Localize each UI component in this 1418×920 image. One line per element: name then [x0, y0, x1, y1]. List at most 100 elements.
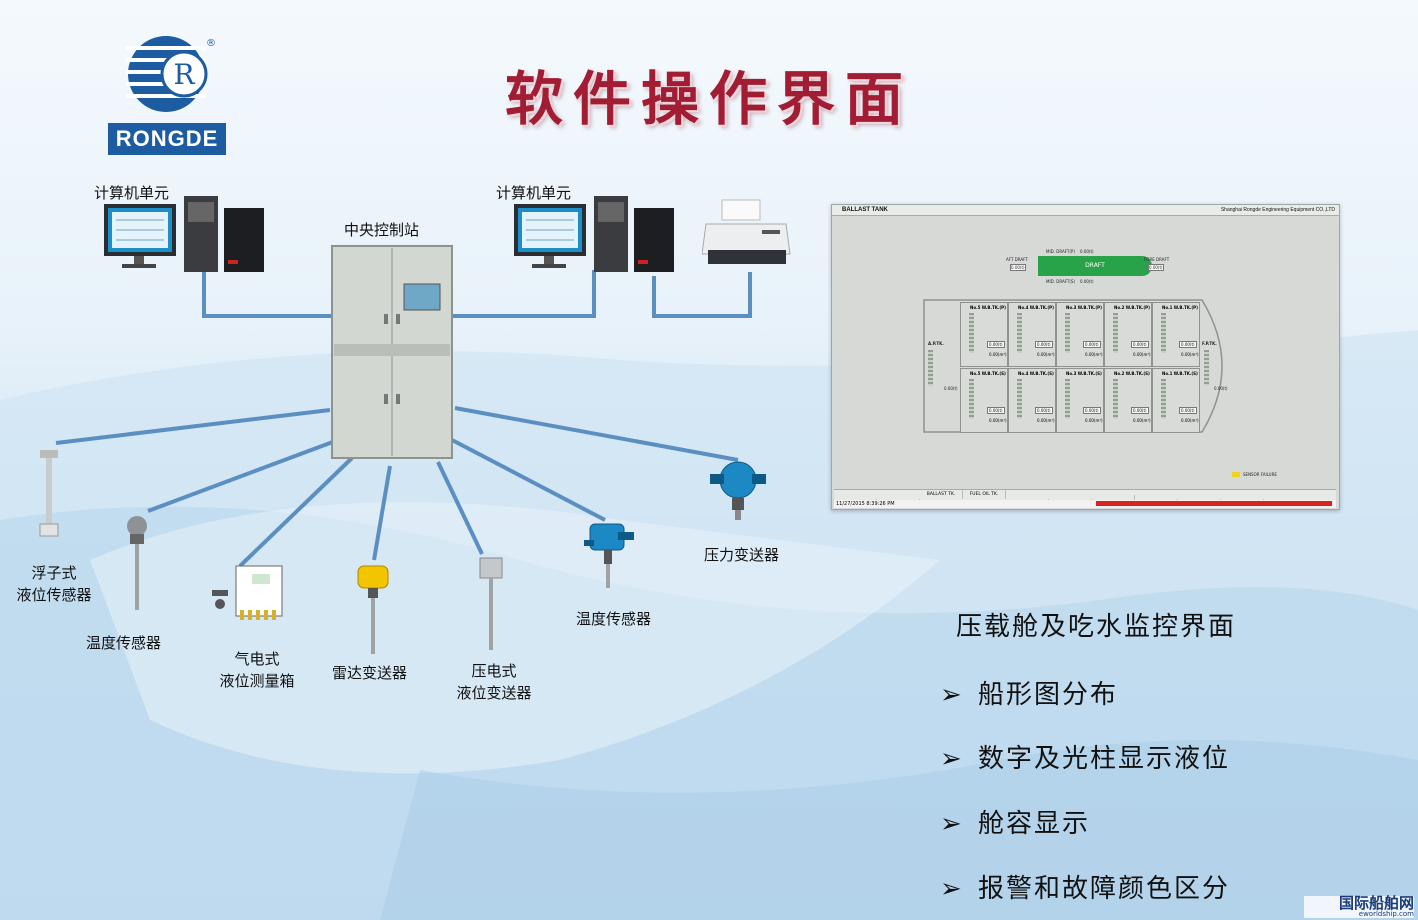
tank-label: No.3 W.B.TK.(P)	[1066, 305, 1102, 310]
mid-draft-s-label: MID. DRAFT(S)	[1046, 279, 1076, 284]
tank-volume: 0.00(m³)	[1133, 352, 1151, 357]
piezo-level-transmitter-icon	[479, 557, 503, 650]
radar-transmitter-label: 雷达变送器	[332, 664, 408, 682]
ship-hull-outline	[923, 299, 1223, 433]
tank-level-bar	[1065, 313, 1070, 353]
tank-volume: 0.00(m³)	[1085, 418, 1103, 423]
tank-s-2: No.4 W.B.TK.(S) 0.00(t) 0.00(m³)	[1008, 368, 1056, 433]
computer-left-icon	[104, 196, 264, 272]
tank-volume: 0.00(m³)	[1133, 418, 1151, 423]
mid-draft-p-label: MID. DRAFT(P)	[1046, 249, 1075, 254]
piezo-label-1: 压电式	[471, 662, 517, 680]
alarm-bar	[1096, 501, 1332, 506]
sensor-failure-label: SENSOR FAILURE	[1243, 472, 1277, 477]
tank-level-bar	[1017, 379, 1022, 419]
bullet-arrow-icon: ➢	[940, 680, 964, 710]
float-sensor-label: 浮子式 液位传感器	[6, 562, 102, 606]
tank-level-bar	[1113, 379, 1118, 419]
feature-item-4: ➢ 报警和故障颜色区分	[940, 868, 1230, 905]
tab-fuel-level[interactable]: FUEL OIL TK. LEVEL	[963, 490, 1006, 506]
temperature-sensor-left-label: 温度传感器	[86, 634, 162, 652]
registered-mark: ®	[206, 38, 216, 49]
sensor-failure-swatch	[1232, 472, 1240, 477]
feature-text: 舱容显示	[978, 809, 1091, 839]
fp-tank-level-bar	[1204, 350, 1209, 386]
tank-volume: 0.00(m³)	[989, 352, 1007, 357]
ap-tank-label: A.P.TK.	[928, 341, 944, 346]
printer-icon	[702, 199, 791, 264]
tab-empty	[1092, 495, 1135, 504]
tank-volume: 0.00(m³)	[1037, 418, 1055, 423]
tank-mass: 0.00(t)	[1131, 407, 1149, 414]
fore-draft-value: 0.00(t)	[1148, 264, 1164, 271]
control-station-label: 中央控制站	[344, 221, 420, 239]
features-subtitle: 压载舱及吃水监控界面	[956, 612, 1237, 642]
tank-label: No.5 W.B.TK.(S)	[970, 371, 1006, 376]
tank-mass: 0.00(t)	[1035, 407, 1053, 414]
watermark: 国际船舶网 eworldship.com	[1304, 896, 1414, 918]
computer-right-label: 计算机单元	[496, 184, 572, 202]
tank-label: No.3 W.B.TK.(S)	[1066, 371, 1102, 376]
bullet-arrow-icon: ➢	[940, 874, 964, 904]
logo-letter: R	[173, 58, 195, 91]
pneumatic-label-2: 液位测量箱	[219, 672, 295, 690]
feature-item-2: ➢数字及光柱显示液位	[940, 738, 1230, 775]
tank-mass: 0.00(t)	[1131, 341, 1149, 348]
screen-company: Shanghai Rongde Engineering Equipment CO…	[1220, 207, 1335, 213]
tank-level-bar	[1113, 313, 1118, 353]
ap-tank-value: 0.00(t)	[944, 386, 958, 391]
logo-text: RONGDE	[108, 123, 226, 155]
tank-level-bar	[969, 313, 974, 353]
tank-label: No.4 W.B.TK.(P)	[1018, 305, 1054, 310]
radar-transmitter-icon	[357, 565, 389, 654]
tank-p-4: No.2 W.B.TK.(P) 0.00(t) 0.00(m³)	[1104, 302, 1152, 367]
tank-s-4: No.2 W.B.TK.(S)0.00(t)0.00(m³)	[1104, 368, 1152, 433]
tank-volume: 0.00(m³)	[1181, 352, 1199, 357]
tank-mass: 0.00(t)	[1179, 407, 1197, 414]
pneumatic-level-box-icon	[212, 565, 283, 620]
tank-s-5: No.1 W.B.TK.(S)0.00(t)0.00(m³)	[1152, 368, 1200, 433]
pressure-transmitter-icon	[710, 461, 766, 520]
tank-label: No.4 W.B.TK.(S)	[1018, 371, 1054, 376]
ap-tank-level-bar	[928, 350, 933, 386]
tank-volume: 0.00(m³)	[1085, 352, 1103, 357]
feature-text: 报警和故障颜色区分	[978, 874, 1231, 904]
feature-item-1: ➢ 船形图分布	[940, 674, 1118, 711]
tank-p-2: No.4 W.B.TK.(P)0.00(t)0.00(m³)	[1008, 302, 1056, 367]
float-level-sensor-icon	[39, 450, 59, 537]
pneumatic-label-1: 气电式	[234, 650, 280, 668]
watermark-sub: eworldship.com	[1358, 910, 1414, 918]
tank-p-5: No.1 W.B.TK.(P) 0.00(t) 0.00(m³)	[1152, 302, 1200, 367]
bullet-arrow-icon: ➢	[940, 809, 964, 839]
tank-p-1: No.5 W.B.TK.(P)0.00(t)0.00(m³)	[960, 302, 1008, 367]
page-title: 软件操作界面	[504, 65, 913, 133]
computer-right-icon	[514, 196, 674, 272]
tank-level-bar	[1017, 313, 1022, 353]
tank-label: No.1 W.B.TK.(S)	[1162, 371, 1198, 376]
aft-draft-value: 0.00(t)	[1010, 264, 1026, 271]
watermark-main: 国际船舶网	[1338, 894, 1414, 912]
fore-draft-label: FORE DRAFT	[1144, 257, 1170, 262]
tank-mass: 0.00(t)	[1035, 341, 1053, 348]
temperature-sensor-right-label: 温度传感器	[576, 610, 652, 628]
piezo-transmitter-label: 压电式 液位变送器	[444, 660, 544, 704]
piezo-label-2: 液位变送器	[456, 684, 532, 702]
control-cabinet-icon	[331, 245, 453, 459]
temperature-sensor-left-icon	[127, 516, 147, 610]
rongde-logo-mark: R ®	[126, 36, 216, 112]
screen-footer: 11/27/2015 8:39:26 PM	[834, 500, 1336, 508]
tank-mass: 0.00(t)	[1083, 407, 1101, 414]
fp-tank-label: F.P.TK.	[1202, 341, 1217, 346]
fp-tank-value: 0.00(t)	[1214, 386, 1228, 391]
pneumatic-box-label: 气电式 液位测量箱	[204, 648, 310, 692]
tank-label: No.1 W.B.TK.(P)	[1162, 305, 1198, 310]
tank-mass: 0.00(t)	[1179, 341, 1197, 348]
pressure-transmitter-label: 压力变送器	[704, 546, 780, 564]
feature-item-3: ➢ 舱容显示	[940, 803, 1090, 840]
feature-text: 船形图分布	[978, 680, 1119, 710]
tank-level-bar	[969, 379, 974, 419]
float-sensor-label-2: 液位传感器	[16, 586, 92, 604]
tank-label: No.2 W.B.TK.(P)	[1114, 305, 1150, 310]
tab-ballast-level[interactable]: BALLAST TK. LEVEL	[920, 490, 963, 506]
